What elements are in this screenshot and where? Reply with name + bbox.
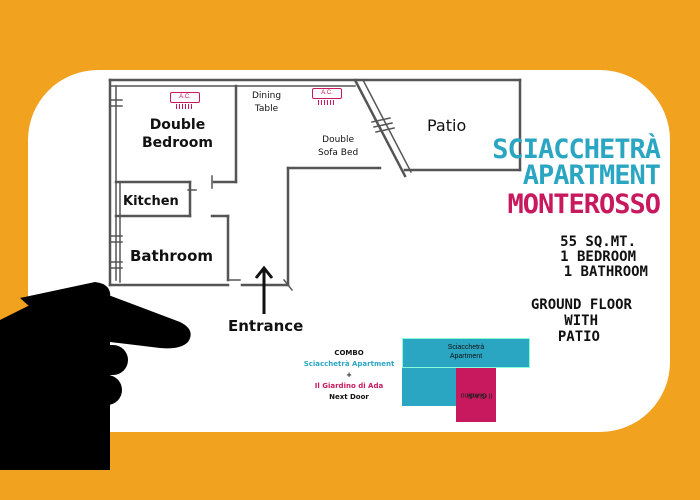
room-patio: Patio xyxy=(427,116,467,135)
room-double-bedroom: Double Bedroom xyxy=(142,117,213,151)
room-bathroom: Bathroom xyxy=(130,247,214,265)
floor-info-3: PATIO xyxy=(557,329,600,345)
white-card xyxy=(28,70,670,432)
apartment-map-label-1: Sciacchetrà xyxy=(447,344,485,351)
apartment-map-block-lower xyxy=(402,366,456,406)
apartment-map-label-2: Apartment xyxy=(449,353,483,360)
title-line-1: SCIACCHETRÀ xyxy=(492,134,661,165)
ac-label: A.C. xyxy=(170,92,200,103)
floor-info-2: WITH xyxy=(564,313,598,329)
entrance-label: Entrance xyxy=(228,317,304,335)
size-info: 55 SQ.MT. xyxy=(560,234,636,250)
combo-note: COMBO Sciacchetrà Apartment + Il Giardin… xyxy=(300,348,398,403)
entrance-arrow-icon xyxy=(254,265,274,314)
room-kitchen: Kitchen xyxy=(123,194,179,209)
combo-plus: + xyxy=(346,371,352,379)
bathroom-info: 1 BATHROOM xyxy=(563,264,648,280)
bedroom-info: 1 BEDROOM xyxy=(560,249,636,265)
title-line-2: APARTMENT xyxy=(522,160,661,191)
floor-info-1: GROUND FLOOR xyxy=(530,297,632,313)
title-line-3: MONTEROSSO xyxy=(507,189,661,220)
combo-next-door: Next Door xyxy=(329,393,369,401)
combo-apartment: Sciacchetrà Apartment xyxy=(303,360,395,368)
air-conditioner-icon: A.C. xyxy=(170,92,200,110)
combo-heading: COMBO xyxy=(334,349,364,357)
ac-label: A.C. xyxy=(312,88,342,99)
combo-neighbor: Il Giardino di Ada xyxy=(314,382,384,390)
air-conditioner-icon: A.C. xyxy=(312,88,342,106)
room-dining-table: Dining Table xyxy=(252,91,282,114)
room-double-sofa-bed: Double Sofa Bed xyxy=(318,135,359,158)
